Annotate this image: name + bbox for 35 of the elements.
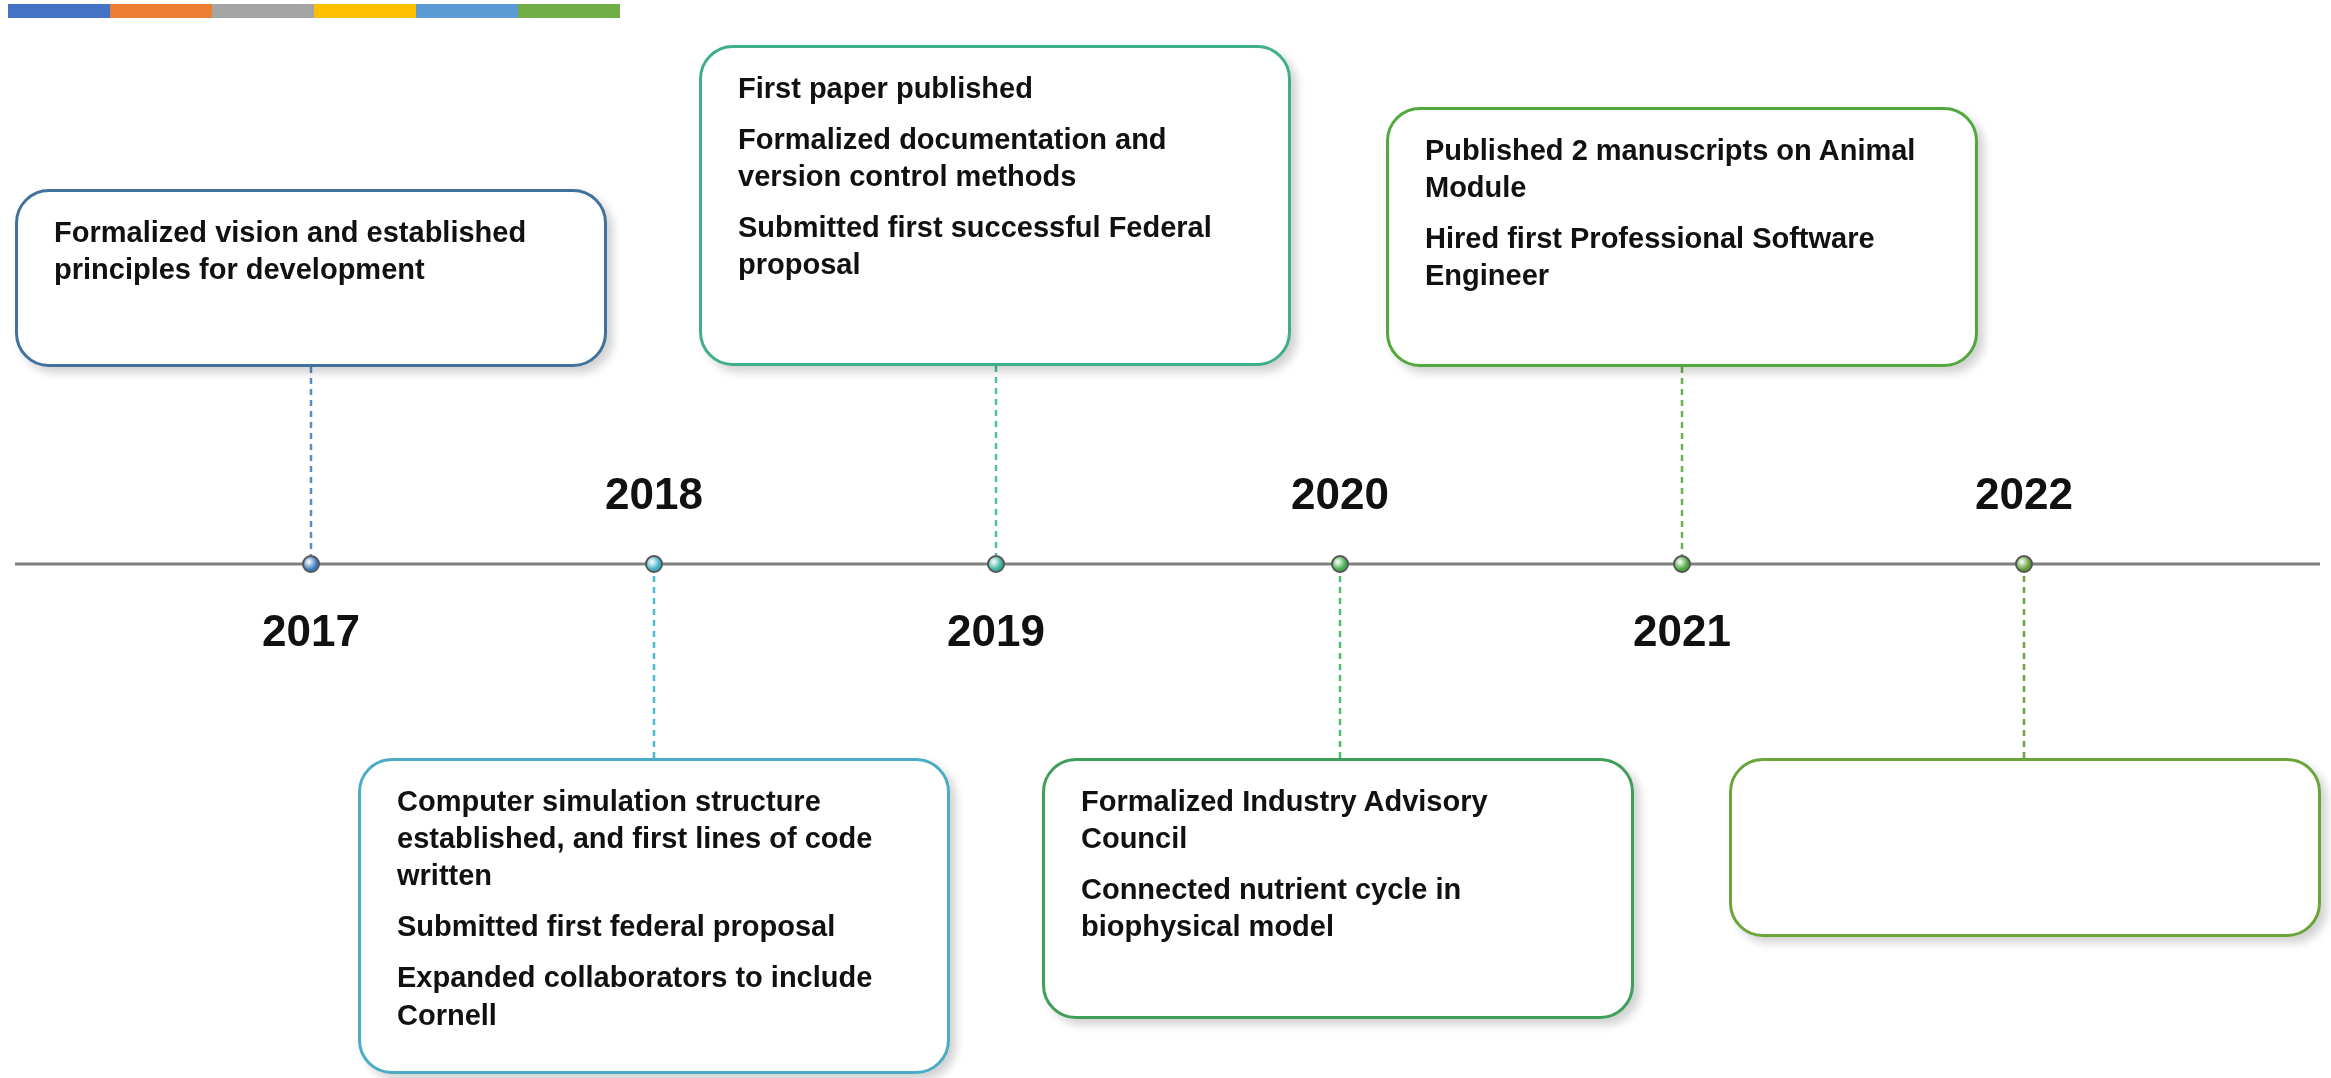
milestone-text: Computer simulation structure established, and first lines of code written xyxy=(397,784,874,894)
milestone-card xyxy=(1042,758,1634,1019)
connector-line xyxy=(1338,573,1342,758)
milestone-text: Formalized Industry Advisory Council xyxy=(1081,784,1489,857)
connector-line xyxy=(652,573,656,758)
connector-line xyxy=(994,366,998,555)
year-label: 2019 xyxy=(946,606,1046,656)
milestone-text: Expanded collaborators to include Cornell xyxy=(397,960,874,1033)
timeline-dot xyxy=(645,555,663,573)
empty-card xyxy=(1729,758,2321,937)
milestone-card xyxy=(699,45,1291,366)
connector-line xyxy=(1680,367,1684,555)
milestone-text: Connected nutrient cycle in biophysical model xyxy=(1081,872,1463,945)
milestone-text: Formalized documentation and version control methods xyxy=(738,122,1168,195)
timeline-dot xyxy=(1673,555,1691,573)
connector-line xyxy=(309,367,313,555)
year-label: 2018 xyxy=(604,469,704,519)
timeline-dot xyxy=(2015,555,2033,573)
year-label: 2021 xyxy=(1632,606,1732,656)
milestone-text: Submitted first federal proposal xyxy=(397,909,837,945)
milestone-card xyxy=(358,758,950,1074)
milestone-text: Submitted first successful Federal proposal xyxy=(738,210,1213,283)
connector-line xyxy=(2022,573,2026,758)
milestone-text: First paper published xyxy=(738,71,1034,106)
timeline-dot xyxy=(1331,555,1349,573)
milestone-text: Formalized vision and established principles for development xyxy=(54,215,528,288)
milestone-card xyxy=(15,189,607,367)
milestone-card xyxy=(1386,107,1978,367)
timeline-dot xyxy=(302,555,320,573)
milestone-text: Published 2 manuscripts on Animal Module xyxy=(1425,133,1917,206)
year-label: 2020 xyxy=(1290,469,1390,519)
timeline-dot xyxy=(987,555,1005,573)
year-label: 2017 xyxy=(261,606,361,656)
milestone-text: Hired first Professional Software Engineer xyxy=(1425,221,1876,294)
year-label: 2022 xyxy=(1974,469,2074,519)
